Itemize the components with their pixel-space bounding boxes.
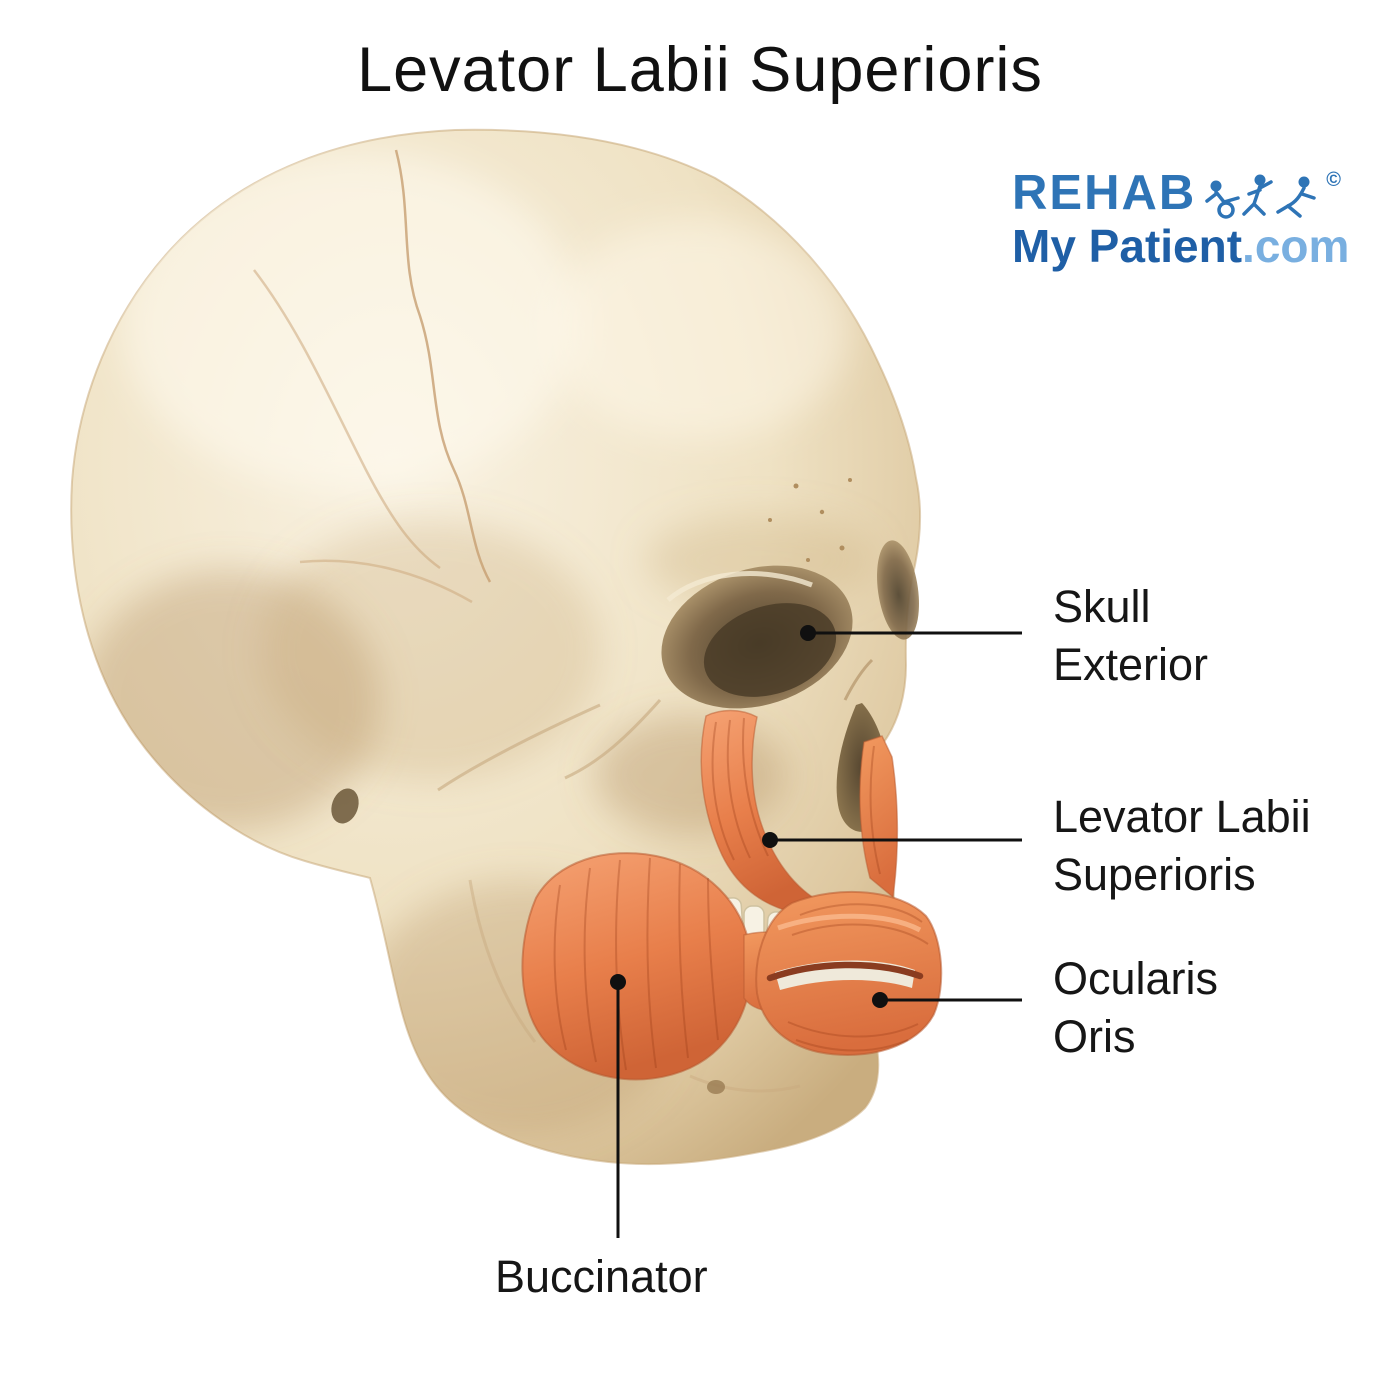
label-ocularis-oris: Ocularis Oris (1053, 950, 1218, 1066)
label-levator-labii: Levator Labii Superioris (1053, 788, 1311, 904)
page-title: Levator Labii Superioris (357, 35, 1043, 105)
label-buccinator-line1: Buccinator (495, 1251, 708, 1302)
logo-com-text: .com (1242, 220, 1350, 272)
rehab-my-patient-logo: REHAB © (1012, 166, 1362, 272)
leader-buccinator (610, 974, 626, 1238)
label-skull-exterior: Skull Exterior (1053, 578, 1208, 694)
far-eye-socket (877, 540, 919, 640)
label-buccinator: Buccinator (495, 1248, 708, 1306)
muscles (521, 709, 943, 1081)
exercising-figures-icon (1205, 174, 1316, 219)
ear-opening (331, 788, 359, 824)
label-skull-exterior-line1: Skull (1053, 581, 1151, 632)
logo-rehab-text: REHAB (1012, 166, 1197, 221)
logo-copyright: © (1326, 168, 1341, 191)
label-ocularis-line1: Ocularis (1053, 953, 1219, 1004)
zygomatic-arch (437, 699, 801, 1093)
eye-socket (661, 565, 853, 709)
label-levator-line1: Levator Labii (1053, 791, 1311, 842)
leader-lines (610, 625, 1022, 1238)
label-ocularis-line2: Oris (1053, 1011, 1136, 1062)
label-levator-line2: Superioris (1053, 849, 1256, 900)
leader-skull-exterior (800, 625, 1022, 641)
leader-levator-labii (762, 832, 1022, 848)
label-skull-exterior-line2: Exterior (1053, 639, 1209, 690)
orbicularis-oris-muscle (755, 890, 943, 1056)
chin-foramen (707, 1080, 725, 1094)
suture-lines (253, 149, 492, 604)
bone-pores (768, 478, 852, 562)
leader-ocularis-oris (872, 992, 1022, 1008)
logo-mypatient-text: My Patient (1012, 220, 1243, 272)
